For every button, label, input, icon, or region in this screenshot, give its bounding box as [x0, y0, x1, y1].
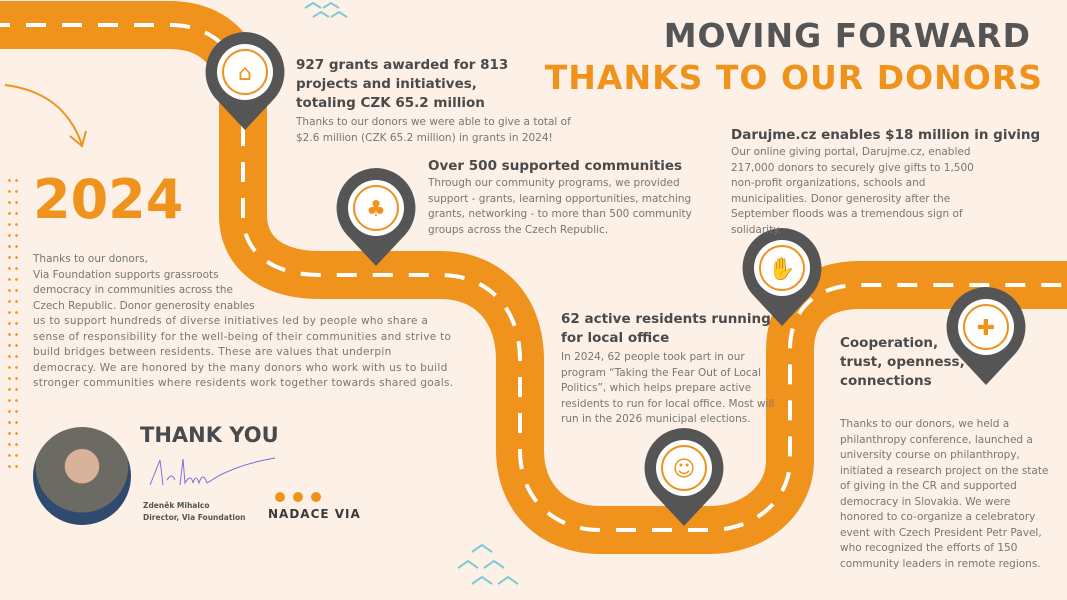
intro-line: Thanks to our donors, [33, 253, 148, 265]
milestone-text: Thanks to our donors, we held a philanth… [840, 418, 1049, 570]
milestone-text: Thanks to our donors we were able to giv… [296, 116, 571, 144]
year: 2024 [33, 168, 184, 231]
cooperation-plus-icon: ✚ [977, 316, 995, 341]
milestone-title: Darujme.cz enables $18 million in giving [731, 127, 1041, 143]
dot-pattern [6, 175, 20, 475]
milestone-title: Cooperation, trust, openness, connection… [840, 335, 965, 389]
director-photo [33, 427, 131, 525]
title-line-1: MOVING FORWARD [663, 16, 1031, 55]
intro-text: us to support hundreds of diverse initia… [33, 315, 454, 389]
title-line-2: THANKS TO OUR DONORS [544, 58, 1043, 97]
map-pin: ⌂ [205, 32, 285, 136]
director-name: Zdeněk Mihalco [143, 501, 210, 510]
milestone-title: Over 500 supported communities [428, 158, 683, 174]
milestone-text: Through our community programs, we provi… [428, 177, 692, 236]
milestone-text: Our online giving portal, Darujme.cz, en… [731, 146, 974, 236]
logo-text: NADACE VIA [268, 507, 361, 521]
map-pin: ♣ [336, 168, 416, 272]
intro-line: democracy in communities across the [33, 284, 233, 296]
map-pin: ✚ [946, 287, 1026, 391]
milestone-cooperation: Cooperation, trust, openness, connection… [840, 334, 1055, 572]
giving-hand-icon: ✋ [768, 256, 795, 282]
map-pin: ✋ [742, 228, 822, 332]
map-pin: ☺ [644, 428, 724, 532]
thank-you-heading: THANK YOU [140, 423, 279, 447]
intro-line: Czech Republic. Donor generosity enables [33, 299, 255, 312]
milestone-text: In 2024, 62 people took part in our prog… [561, 351, 775, 425]
milestone-communities: Over 500 supported communities Through o… [428, 157, 708, 238]
community-tree-icon: ♣ [366, 197, 386, 222]
milestone-title: 927 grants awarded for 813 projects and … [296, 57, 509, 111]
logo [268, 492, 328, 502]
milestone-darujme: Darujme.cz enables $18 million in giving… [731, 126, 1051, 238]
chevrons-bottom [457, 543, 519, 585]
people-heart-icon: ☺ [673, 457, 696, 482]
signatory: Zdeněk Mihalco Director, Via Foundation [143, 500, 245, 524]
milestone-title: 62 active residents running for local of… [561, 311, 771, 346]
milestone-residents: 62 active residents running for local of… [561, 310, 776, 428]
houses-icon: ⌂ [238, 61, 252, 86]
intro-lead: Thanks to our donors, Via Foundation sup… [33, 252, 273, 314]
director-role: Director, Via Foundation [143, 513, 246, 522]
signature [149, 457, 276, 486]
milestone-grants: 927 grants awarded for 813 projects and … [296, 56, 586, 146]
intro-line: Via Foundation supports grassroots [33, 268, 219, 281]
arrow-icon [4, 84, 87, 148]
chevrons-top [304, 1, 348, 18]
